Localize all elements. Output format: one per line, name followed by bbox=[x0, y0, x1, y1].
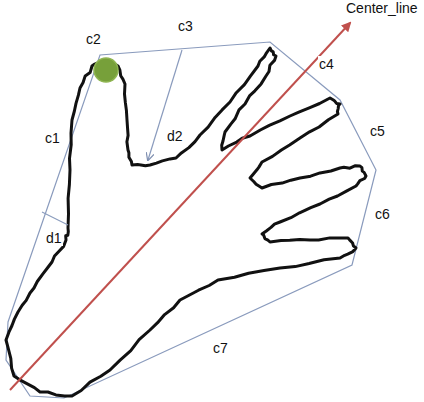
hull-label: c2 bbox=[85, 31, 102, 47]
hull-label: c3 bbox=[177, 18, 194, 34]
hull-label: c4 bbox=[318, 56, 335, 72]
hull-label: c7 bbox=[212, 340, 229, 356]
hull-label: c6 bbox=[374, 206, 391, 222]
hand-outline bbox=[6, 48, 366, 396]
distance-line bbox=[42, 212, 68, 225]
fingertip-dot bbox=[94, 58, 118, 82]
center-line bbox=[10, 23, 350, 390]
hull-label: c5 bbox=[369, 123, 386, 139]
distance-label: d2 bbox=[166, 128, 184, 144]
distance-label: d1 bbox=[45, 230, 63, 246]
hull-label: c1 bbox=[44, 130, 61, 146]
convex-hull bbox=[6, 42, 376, 398]
axis-label: Center_line bbox=[345, 0, 419, 16]
